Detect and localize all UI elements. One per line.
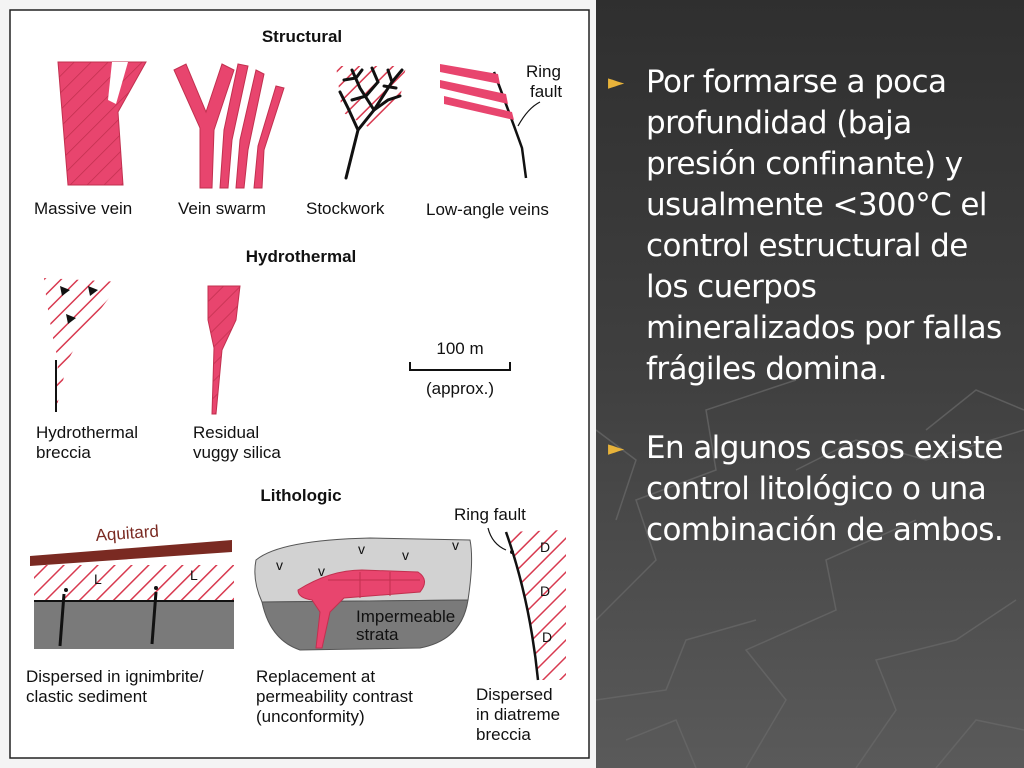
- label-hydrothermal-breccia-2: breccia: [36, 443, 91, 462]
- bullet-item: ► Por formarse a poca profundidad (baja …: [608, 62, 1008, 390]
- label-dispersed-diatreme-1: Dispersed: [476, 685, 553, 704]
- rock-mark-L2: L: [190, 567, 198, 583]
- rock-mark-v5: v: [452, 537, 459, 553]
- label-aquitard: Aquitard: [95, 522, 159, 545]
- scale-note: (approx.): [426, 379, 494, 398]
- scale-bar: 100 m (approx.): [409, 339, 511, 398]
- rock-mark-v4: v: [402, 547, 409, 563]
- rock-mark-D1: D: [540, 539, 550, 555]
- label-replacement-1: Replacement at: [256, 667, 375, 686]
- heading-hydrothermal: Hydrothermal: [246, 247, 357, 266]
- label-massive-vein: Massive vein: [34, 199, 132, 218]
- diatreme-illustration: [487, 527, 566, 681]
- label-ring-fault-1: Ring: [526, 62, 561, 81]
- heading-structural: Structural: [262, 27, 342, 46]
- label-ring-fault-2: fault: [530, 82, 562, 101]
- ignimbrite-illustration: [30, 540, 234, 649]
- rock-mark-v1: v: [276, 557, 283, 573]
- triangle-bullet-icon: ►: [608, 436, 624, 460]
- ore-deposit-control-diagram: Structural Massive vein Vein swarm Stock…: [9, 9, 590, 759]
- label-low-angle-veins: Low-angle veins: [426, 200, 549, 219]
- decorative-line-pattern: [596, 379, 1024, 768]
- stockwork-illustration: [336, 66, 406, 180]
- label-residual-silica-2: vuggy silica: [193, 443, 281, 462]
- label-hydrothermal-breccia-1: Hydrothermal: [36, 423, 138, 442]
- rock-mark-v3: v: [358, 541, 365, 557]
- label-replacement-3: (unconformity): [256, 707, 365, 726]
- label-dispersed-diatreme-3: breccia: [476, 725, 531, 744]
- hydrothermal-breccia-illustration: [44, 278, 122, 412]
- rock-mark-v2: v: [318, 563, 325, 579]
- massive-vein-illustration: [57, 61, 147, 186]
- label-dispersed-ignimbrite-2: clastic sediment: [26, 687, 147, 706]
- label-dispersed-diatreme-2: in diatreme: [476, 705, 560, 724]
- label-replacement-2: permeability contrast: [256, 687, 413, 706]
- label-residual-silica-1: Residual: [193, 423, 259, 442]
- heading-lithologic: Lithologic: [260, 486, 341, 505]
- residual-silica-illustration: [207, 285, 241, 415]
- bullet-text: Por formarse a poca profundidad (baja pr…: [646, 64, 1002, 387]
- label-dispersed-ignimbrite-1: Dispersed in ignimbrite/: [26, 667, 204, 686]
- rock-mark-L1: L: [94, 571, 102, 587]
- rock-mark-D2: D: [540, 583, 550, 599]
- label-vein-swarm: Vein swarm: [178, 199, 266, 218]
- replacement-illustration: [254, 537, 473, 651]
- label-ring-fault-litho: Ring fault: [454, 505, 526, 524]
- label-impermeable-2: strata: [356, 625, 399, 644]
- rock-mark-D3: D: [542, 629, 552, 645]
- bullet-list: ► Por formarse a poca profundidad (baja …: [608, 62, 1008, 589]
- bullet-text: En algunos casos existe control litológi…: [646, 430, 1004, 548]
- scale-value: 100 m: [436, 339, 483, 358]
- slide-background: [596, 0, 1024, 768]
- triangle-bullet-icon: ►: [608, 70, 624, 94]
- label-impermeable-1: Impermeable: [356, 607, 455, 626]
- low-angle-veins-illustration: [440, 64, 541, 179]
- bullet-item: ► En algunos casos existe control litoló…: [608, 428, 1008, 551]
- label-stockwork: Stockwork: [306, 199, 385, 218]
- vein-swarm-illustration: [173, 63, 285, 189]
